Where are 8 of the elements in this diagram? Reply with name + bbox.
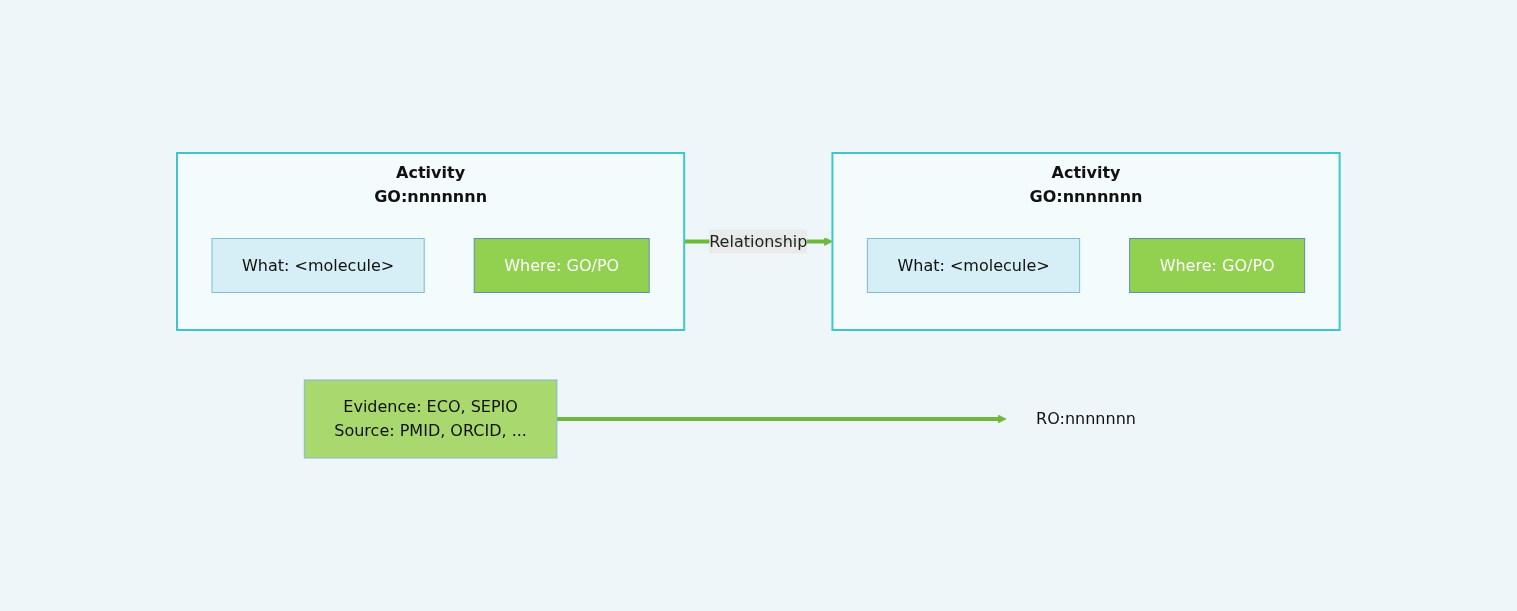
node-box: Where: GO/PO: [473, 238, 650, 293]
arrow: [557, 414, 1007, 424]
node-box: What: <molecule>: [867, 238, 1081, 293]
edge-label: Relationship: [709, 231, 808, 251]
node-box: Evidence: ECO, SEPIO Source: PMID, ORCID, ...: [303, 379, 558, 459]
node-text: RO:nnnnnnn: [1036, 409, 1137, 428]
node-box: Where: GO/PO: [1129, 238, 1306, 293]
node-box: What: <molecule>: [211, 238, 425, 293]
